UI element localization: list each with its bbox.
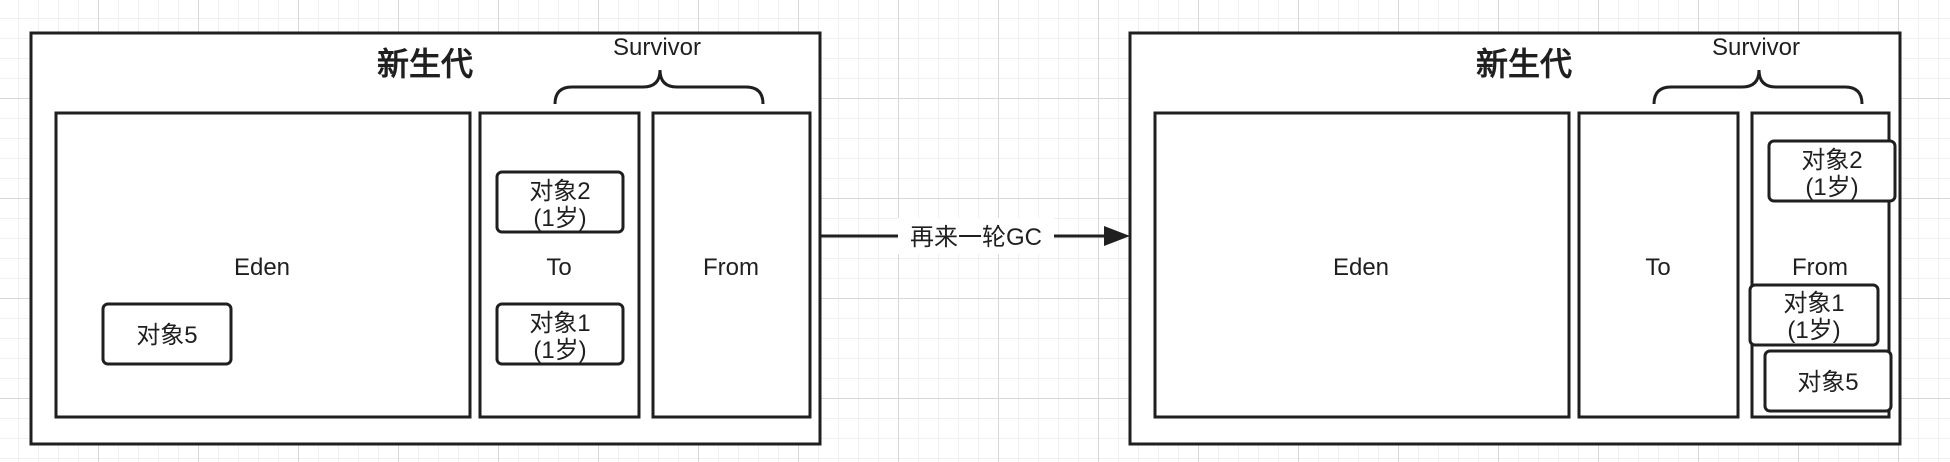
object-1-age: (1岁) (1787, 317, 1840, 344)
survivor-brace (553, 69, 765, 105)
object-2 (1767, 139, 1897, 203)
object-5-label: 对象5 (1797, 369, 1858, 396)
object-1-age: (1岁) (533, 337, 586, 364)
to-label: To (546, 254, 571, 281)
object-5 (101, 302, 233, 366)
object-2-label: 对象2 (1801, 147, 1862, 174)
eden-label: Eden (234, 254, 290, 281)
object-2-age: (1岁) (533, 205, 586, 232)
survivor-brace (1652, 69, 1864, 105)
eden-label: Eden (1333, 254, 1389, 281)
object-1-label: 对象1 (529, 310, 590, 337)
young-generation-before: 新生代 Survivor Eden 对象5 To 对象2 (1岁) 对象1 (1… (29, 31, 822, 446)
young-gen-title: 新生代 (1476, 46, 1572, 82)
gc-arrow: 再来一轮GC (820, 218, 1130, 254)
from-space (651, 111, 812, 419)
object-1-label: 对象1 (1783, 290, 1844, 317)
from-label: From (703, 254, 759, 281)
from-label: From (1792, 254, 1848, 281)
arrow-label-background (898, 218, 1054, 254)
to-space (1577, 111, 1740, 419)
to-label: To (1645, 254, 1670, 281)
young-generation-after: 新生代 Survivor Eden To From 对象2 (1岁) 对象1 (… (1128, 31, 1902, 446)
survivor-label: Survivor (613, 34, 701, 61)
eden-space (1153, 111, 1571, 419)
arrow-head (1104, 226, 1130, 246)
object-5-label: 对象5 (136, 322, 197, 349)
object-2 (495, 170, 625, 234)
to-space (478, 111, 641, 419)
eden-space (54, 111, 472, 419)
survivor-label: Survivor (1712, 34, 1800, 61)
object-1 (495, 302, 625, 366)
object-2-label: 对象2 (529, 178, 590, 205)
object-1 (1748, 283, 1880, 347)
object-2-age: (1岁) (1805, 174, 1858, 201)
object-5 (1763, 349, 1893, 413)
arrow-label: 再来一轮GC (910, 224, 1042, 251)
young-gen-title: 新生代 (377, 46, 473, 82)
